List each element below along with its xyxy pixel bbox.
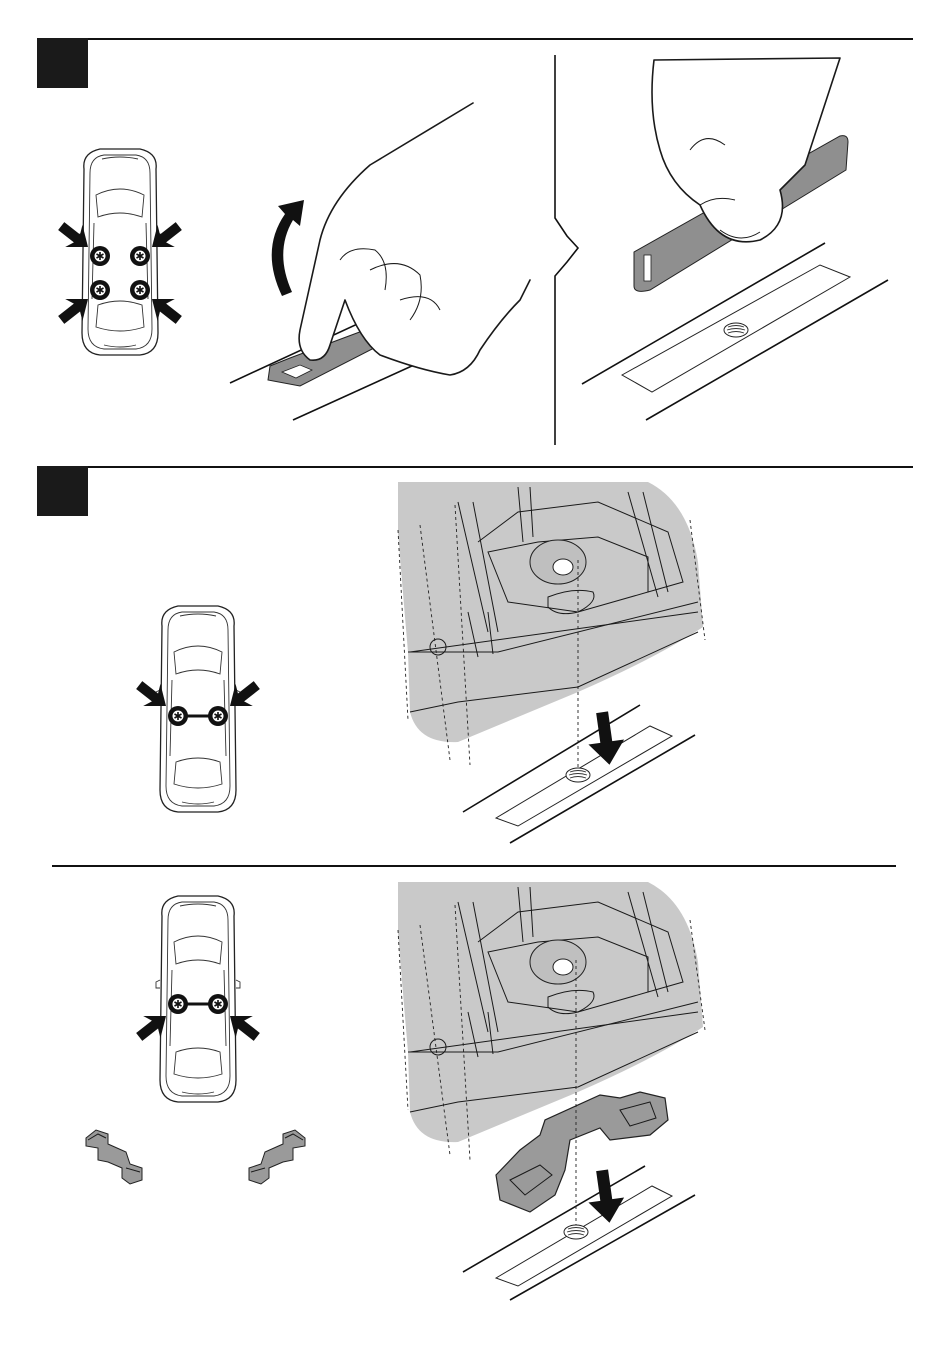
adapter-clip-icon: [249, 1130, 305, 1184]
foot-onto-fixpoint-illustration: [398, 482, 705, 843]
panel-divider: [555, 55, 578, 445]
mount-point-marker-icon: [208, 994, 228, 1014]
car-four-points: [53, 149, 188, 355]
step-1-badge: [37, 38, 88, 88]
threaded-hole-icon: [724, 323, 748, 337]
mount-point-marker-icon: [130, 280, 150, 300]
mount-point-marker-icon: [90, 280, 110, 300]
hand-icon: [299, 103, 530, 375]
step-1: [37, 38, 913, 445]
mount-point-marker-icon: [130, 246, 150, 266]
curved-arrow-icon: [272, 200, 304, 296]
mount-point-marker-icon: [208, 706, 228, 726]
car-two-points: [131, 606, 266, 812]
roof-rack-foot: [398, 482, 703, 742]
mount-point-marker-icon: [168, 706, 188, 726]
peel-cover-illustration: [230, 103, 530, 420]
threaded-hole-icon: [564, 1225, 588, 1239]
foot-with-adapter-illustration: [398, 882, 705, 1300]
step-3: [52, 866, 896, 1300]
mount-point-marker-icon: [168, 994, 188, 1014]
mount-point-marker-icon: [90, 246, 110, 266]
car-two-points-with-adapters: [131, 896, 266, 1102]
step-2: [37, 466, 913, 843]
step-2-badge: [37, 466, 88, 516]
hand-icon: [652, 58, 840, 242]
threaded-hole-icon: [566, 768, 590, 782]
car-top-view-icon: [156, 606, 240, 812]
remove-strip-illustration: [582, 58, 888, 420]
car-top-view-icon: [156, 896, 240, 1102]
car-top-view-icon: [78, 149, 162, 355]
adapter-clip-icon: [86, 1130, 142, 1184]
